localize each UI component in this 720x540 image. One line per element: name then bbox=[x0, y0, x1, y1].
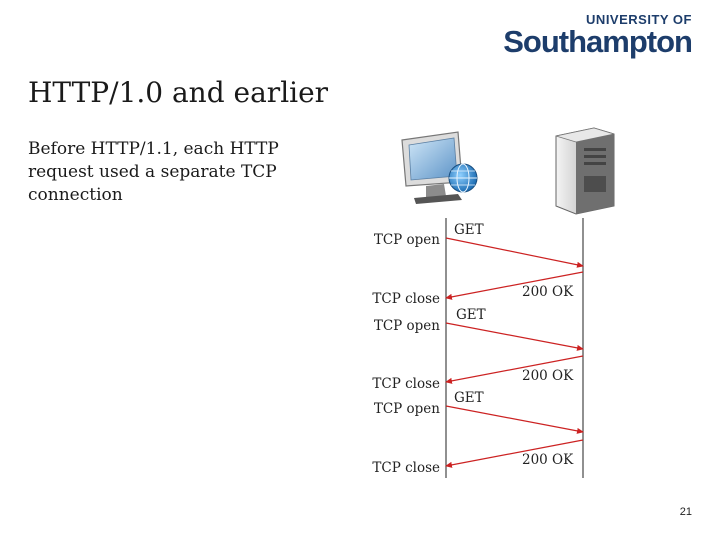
ok-label-2: 200 OK bbox=[522, 368, 574, 384]
ok-arrow-1 bbox=[445, 271, 584, 300]
get-arrow-3 bbox=[445, 405, 584, 434]
university-logo: UNIVERSITY OF Southampton bbox=[503, 12, 693, 59]
slide-body: Before HTTP/1.1, each HTTP request used … bbox=[28, 139, 279, 205]
get-label-1: GET bbox=[454, 222, 484, 238]
tcp-open-label-1: TCP open bbox=[374, 232, 440, 248]
ok-arrow-3 bbox=[445, 439, 584, 468]
logo-southampton: Southampton bbox=[503, 24, 693, 59]
tcp-open-label-3: TCP open bbox=[374, 401, 440, 417]
ok-arrow-2 bbox=[445, 355, 584, 384]
get-label-3: GET bbox=[454, 390, 484, 406]
get-arrow-2 bbox=[445, 322, 584, 351]
tcp-close-label-3: TCP close bbox=[372, 460, 440, 476]
ok-label-1: 200 OK bbox=[522, 284, 574, 300]
tcp-close-label-2: TCP close bbox=[372, 376, 440, 392]
tcp-open-label-2: TCP open bbox=[374, 318, 440, 334]
logo-university-of: UNIVERSITY OF bbox=[586, 12, 692, 27]
tcp-close-label-1: TCP close bbox=[372, 291, 440, 307]
computer-globe-icon bbox=[401, 131, 478, 204]
get-arrow-1 bbox=[445, 237, 584, 268]
ok-label-3: 200 OK bbox=[522, 452, 574, 468]
get-label-2: GET bbox=[456, 307, 486, 323]
server-tower-icon bbox=[555, 127, 615, 215]
slide-title: HTTP/1.0 and earlier bbox=[28, 76, 329, 109]
page-number: 21 bbox=[679, 506, 692, 518]
